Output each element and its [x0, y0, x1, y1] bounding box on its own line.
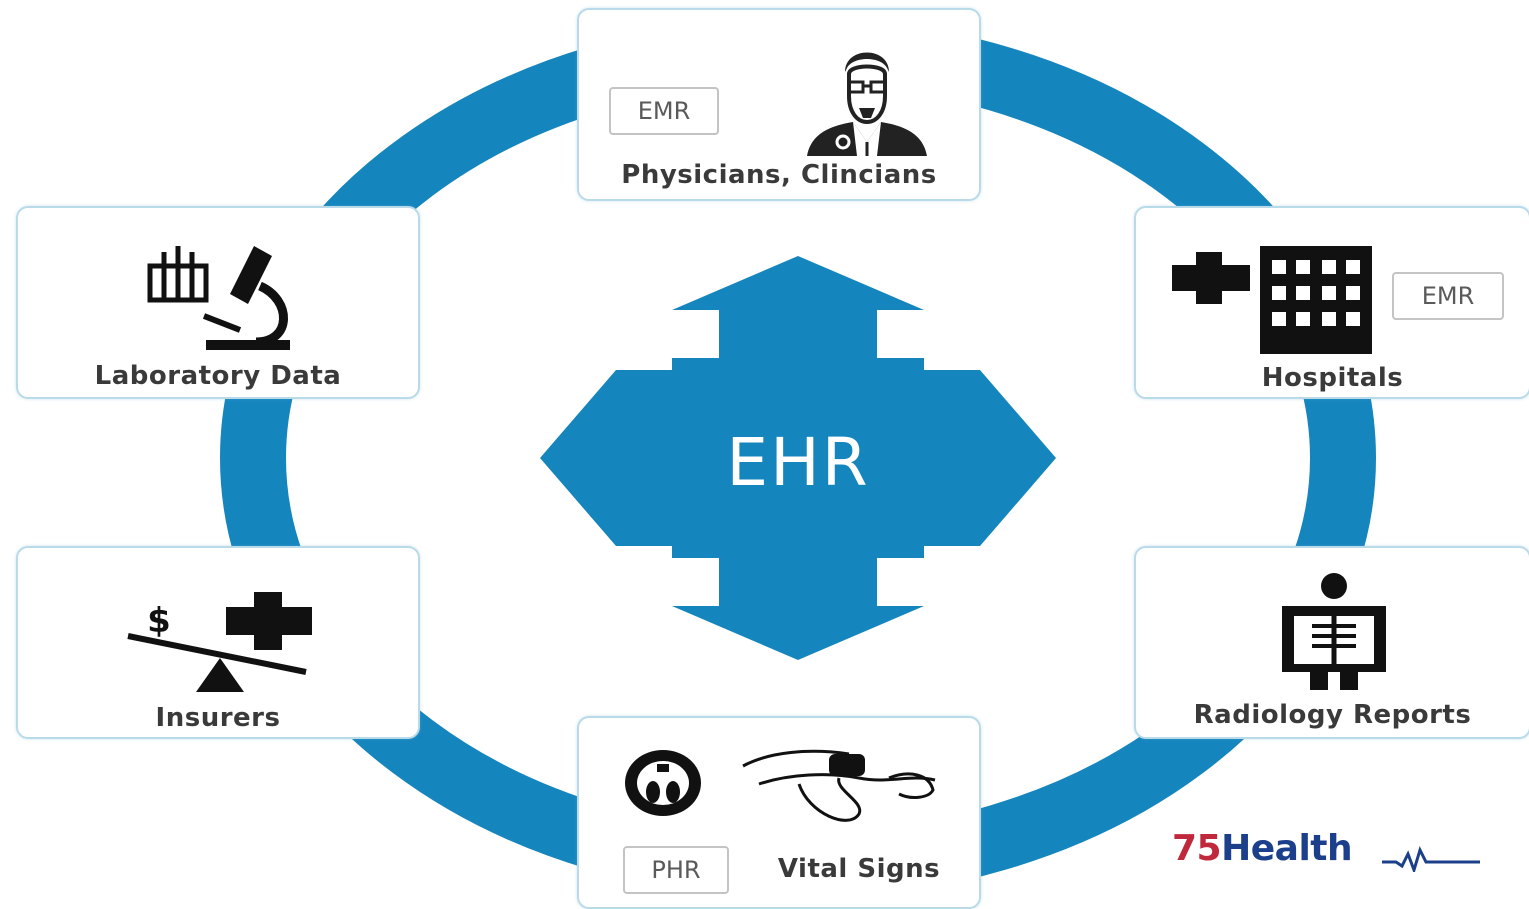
ehr-four-way-arrow	[540, 256, 1056, 660]
insurers-label: Insurers	[155, 703, 281, 733]
doctor-icon	[807, 52, 927, 156]
ehr-center-label: EHR	[726, 424, 870, 501]
logo-number: 75	[1172, 828, 1222, 869]
physicians-label: Physicians, Clincians	[621, 160, 937, 190]
logo-word: Health	[1221, 828, 1353, 869]
xray-person-icon	[1282, 573, 1386, 690]
weight-scale-icon	[625, 750, 701, 816]
microscope-icon	[202, 246, 290, 350]
phr-tag: PHR	[623, 846, 729, 894]
test-tubes-icon	[147, 246, 209, 303]
physicians-card: EMR Physicians, Clincians	[577, 8, 981, 201]
hospital-building-icon	[1260, 246, 1372, 354]
insurers-card: $ Insurers	[16, 546, 420, 739]
balance-scale-icon	[127, 633, 307, 692]
brand-logo: 75Health	[1172, 828, 1482, 878]
hospitals-card: EMR Hospitals	[1134, 206, 1529, 399]
svg-text:$: $	[147, 601, 171, 640]
laboratory-label: Laboratory Data	[94, 361, 342, 391]
emr-tag: EMR	[609, 87, 719, 135]
vitals-card: PHR Vital Signs	[577, 716, 981, 909]
hospitals-label: Hospitals	[1261, 363, 1404, 393]
radiology-card: Radiology Reports	[1134, 546, 1529, 739]
vitals-label: Vital Signs	[777, 854, 941, 884]
dollar-icon: $	[147, 601, 171, 640]
medical-cross-icon	[1172, 252, 1250, 304]
medical-cross-icon	[226, 592, 312, 650]
emr-tag: EMR	[1392, 272, 1504, 320]
heartbeat-line-icon	[1382, 845, 1480, 872]
radiology-label: Radiology Reports	[1193, 700, 1472, 730]
laboratory-card: Laboratory Data	[16, 206, 420, 399]
blood-pressure-cuff-icon	[742, 749, 936, 822]
